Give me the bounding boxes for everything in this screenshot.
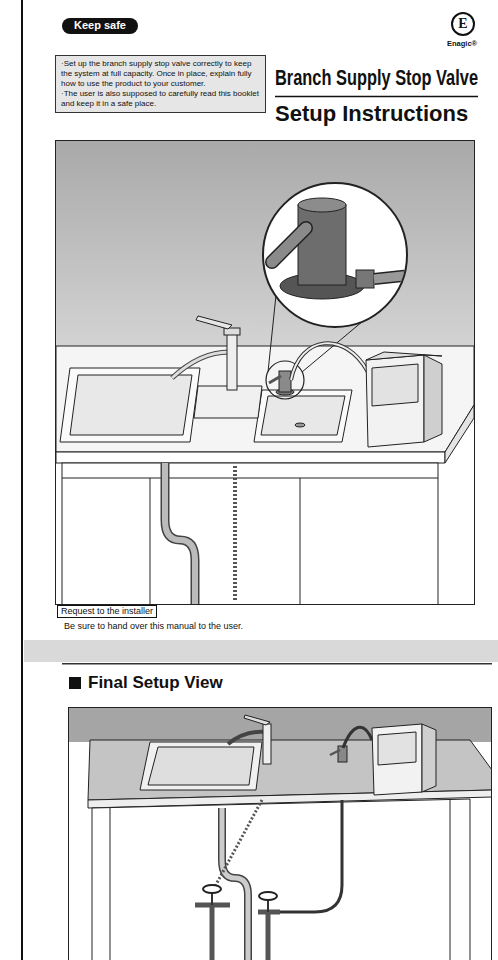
sink-illustration-part xyxy=(291,343,368,380)
sink-illustration-part xyxy=(70,375,192,435)
sink-illustration-part-part xyxy=(298,205,346,285)
final-setup-illustration-part xyxy=(378,732,416,765)
sink-illustration-part-part xyxy=(374,275,412,279)
node-text: ·The user is also supposed to carefully … xyxy=(61,89,260,109)
sink-illustration-part xyxy=(165,463,195,604)
sink-illustration xyxy=(56,141,474,604)
node-text: Request to the installer xyxy=(61,606,153,617)
final-setup-illustration-part xyxy=(450,800,451,960)
final-setup-illustration-part xyxy=(276,800,342,912)
sink-illustration-part-part xyxy=(272,228,306,262)
sink-illustration-part xyxy=(263,183,407,327)
final-setup-illustration-part xyxy=(259,892,277,900)
final-setup-illustration-part xyxy=(330,750,340,755)
final-setup-illustration-part xyxy=(140,742,262,790)
final-setup-illustration-part xyxy=(263,724,271,764)
sink-illustration-part xyxy=(268,295,276,372)
page-frame-part xyxy=(69,677,81,689)
page-frame-part xyxy=(24,640,498,662)
sink-illustration-part xyxy=(233,466,237,600)
sink-illustration-part xyxy=(424,355,442,442)
final-setup-illustration-part xyxy=(343,727,372,748)
sink-illustration-part xyxy=(366,355,424,447)
sink-illustration-part xyxy=(56,452,445,463)
node-text: Keep safe xyxy=(74,19,126,32)
sink-illustration-part xyxy=(366,352,442,360)
sink-illustration-part xyxy=(172,352,229,378)
final-setup-illustration-part xyxy=(372,724,422,795)
sink-illustration-part xyxy=(445,405,474,463)
sink-illustration-part xyxy=(150,478,151,604)
page-frame-part xyxy=(62,663,492,665)
installer-note: Be sure to hand over this manual to the … xyxy=(64,621,243,632)
final-setup-illustration-part xyxy=(110,808,111,960)
sink-illustration-part xyxy=(165,463,195,604)
brand-name: Enagic® xyxy=(447,39,477,48)
node-text: ·Set up the branch supply stop valve cor… xyxy=(61,59,260,89)
node-text: E xyxy=(458,17,467,31)
sink-illustration-part-part xyxy=(298,198,346,212)
page-frame-part xyxy=(21,0,23,960)
sink-illustration-part xyxy=(62,478,438,479)
final-setup-illustration-part xyxy=(222,808,248,960)
sink-illustration-part xyxy=(194,386,262,418)
page-title: Branch Supply Stop Valve xyxy=(275,65,478,91)
request-box: Request to the installer xyxy=(57,605,157,618)
final-setup-illustration-part xyxy=(338,746,347,762)
sink-illustration-part xyxy=(62,463,438,604)
sink-illustration-part xyxy=(227,334,237,390)
final-setup-illustration-part xyxy=(210,905,215,960)
figure-frame xyxy=(69,708,492,960)
sink-illustration-part xyxy=(261,396,345,435)
final-setup-illustration xyxy=(69,708,491,960)
final-setup-illustration-part xyxy=(266,912,271,960)
sink-illustration-part xyxy=(266,361,304,399)
page-subtitle: Setup Instructions xyxy=(275,101,468,127)
sink-illustration-part-part xyxy=(356,270,374,288)
final-setup-illustration-part xyxy=(228,732,266,744)
sink-illustration-part-part xyxy=(272,228,306,262)
sink-illustration-part xyxy=(272,198,412,299)
final-setup-illustration-part xyxy=(222,808,248,960)
sink-illustration-part xyxy=(254,390,352,442)
badge-pill: Keep safe xyxy=(62,18,138,34)
logo-circle: E xyxy=(451,12,475,36)
final-setup-illustration-part xyxy=(148,747,254,785)
sink-illustration-part xyxy=(60,368,200,442)
sink-illustration-part xyxy=(279,371,291,392)
sink-illustration-part xyxy=(295,423,305,427)
sink-illustration-part-part xyxy=(374,275,412,279)
sink-illustration-part xyxy=(372,364,418,406)
sink-illustration-part xyxy=(56,141,474,347)
sink-illustration-part xyxy=(196,316,232,329)
note-box: ·Set up the branch supply stop valve cor… xyxy=(55,55,266,113)
final-setup-illustration-part xyxy=(203,885,221,893)
final-setup-illustration-part xyxy=(244,715,270,725)
final-setup-illustration-part xyxy=(212,800,262,892)
sink-illustration-part xyxy=(291,343,368,380)
sink-illustration-part xyxy=(300,478,301,604)
page-frame-part xyxy=(275,96,478,98)
sink-illustration-part xyxy=(56,346,474,452)
sink-illustration-part xyxy=(269,376,281,383)
final-setup-illustration-part xyxy=(92,799,470,960)
section-heading: Final Setup View xyxy=(88,673,223,693)
sink-illustration-part xyxy=(172,352,229,378)
final-setup-illustration-part xyxy=(422,724,436,792)
